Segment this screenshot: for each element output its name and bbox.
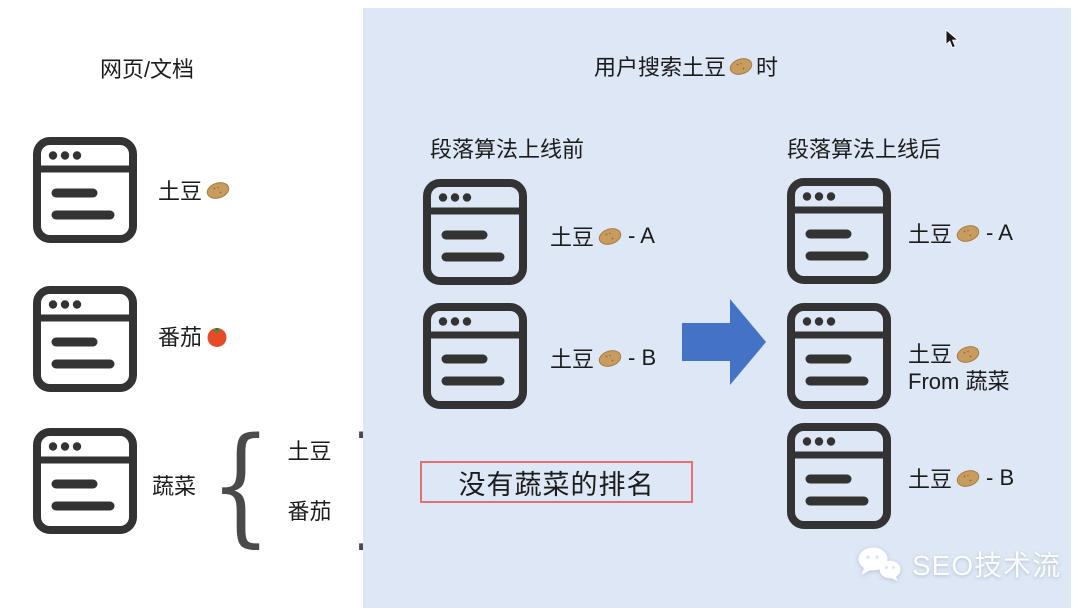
doc-label-text: 土豆 (158, 179, 203, 204)
browser-window-icon (423, 303, 527, 409)
result-text: 土豆 (550, 347, 595, 372)
result-text: 土豆 (908, 342, 953, 367)
arrow-right-icon (682, 297, 768, 392)
potato-icon (955, 467, 982, 489)
watermark-text: SEO技术流 (912, 550, 1062, 581)
after-result-from-vegetable: 土豆 From 蔬菜 (908, 341, 1009, 395)
result-source: From 蔬菜 (908, 369, 1010, 394)
potato-icon (955, 222, 982, 244)
wechat-icon (858, 547, 901, 581)
no-vegetable-ranking-note: 没有蔬菜的排名 (420, 461, 693, 503)
after-column-header: 段落算法上线后 (787, 137, 942, 162)
brace-item: 土豆 (287, 439, 332, 464)
cursor-icon (945, 28, 960, 55)
result-rank: - A (986, 220, 1013, 245)
left-column-title: 网页/文档 (99, 57, 195, 82)
after-result-a: 土豆 - A (908, 219, 1013, 247)
brace-items: 土豆 番茄 (281, 434, 337, 538)
browser-window-icon (33, 428, 137, 534)
potato-icon (205, 179, 232, 201)
left-brace: { (210, 411, 272, 560)
result-rank: - B (628, 345, 657, 370)
before-result-a: 土豆 - A (550, 222, 655, 250)
browser-window-icon (787, 423, 891, 529)
result-text: 土豆 (908, 222, 953, 247)
doc-label-text: 蔬菜 (152, 474, 197, 499)
browser-window-icon (33, 137, 137, 243)
panel-title-prefix: 用户搜索土豆 (594, 55, 727, 80)
panel-title-suffix: 时 (756, 55, 779, 80)
result-rank: - A (628, 223, 655, 248)
browser-window-icon (787, 303, 891, 409)
doc-label-potato: 土豆 (158, 176, 232, 204)
potato-icon (597, 225, 624, 247)
browser-window-icon (423, 179, 527, 285)
result-text: 土豆 (550, 225, 595, 250)
brace-item: 番茄 (287, 499, 332, 524)
result-text: 土豆 (908, 467, 953, 492)
potato-icon (597, 347, 624, 369)
doc-label-text: 番茄 (158, 325, 203, 350)
doc-label-vegetable: 蔬菜 (152, 471, 196, 499)
panel-title: 用户搜索土豆 时 (594, 50, 778, 82)
potato-icon (955, 344, 982, 365)
potato-icon (728, 55, 755, 77)
browser-window-icon (787, 178, 891, 284)
before-column-header: 段落算法上线前 (430, 137, 585, 162)
tomato-icon (207, 327, 227, 347)
after-result-b: 土豆 - B (908, 464, 1014, 492)
doc-label-tomato: 番茄 (158, 322, 229, 350)
watermark: SEO技术流 (856, 544, 1061, 584)
before-result-b: 土豆 - B (550, 344, 656, 372)
browser-window-icon (33, 286, 137, 392)
result-rank: - B (986, 465, 1015, 490)
